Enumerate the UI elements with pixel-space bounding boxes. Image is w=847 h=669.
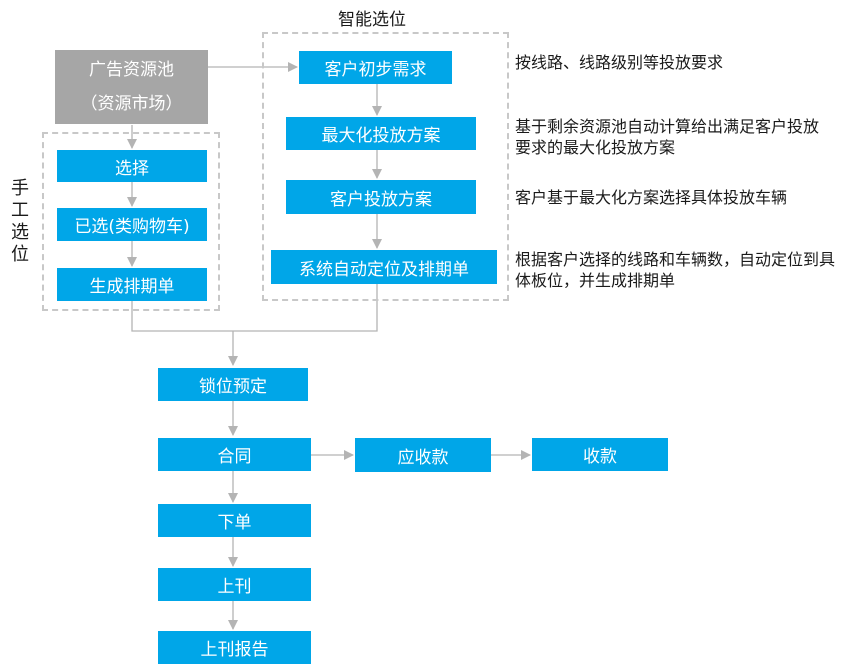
main-step-publish: 上刊: [158, 568, 311, 601]
resource-pool-sublabel: （资源市场）: [80, 94, 183, 114]
note-max-plan: 基于剩余资源池自动计算给出满足客户投放要求的最大化投放方案: [515, 117, 820, 157]
resource-pool-node: 广告资源池 （资源市场）: [55, 50, 208, 124]
main-step-place-order: 下单: [158, 504, 311, 537]
smart-step-customer-plan: 客户投放方案: [286, 180, 476, 214]
manual-group-frame: [42, 132, 220, 311]
smart-step-auto-position: 系统自动定位及排期单: [271, 250, 497, 284]
resource-pool-label: 广告资源池: [89, 60, 174, 80]
finance-collection: 收款: [532, 438, 668, 471]
note-customer-plan: 客户基于最大化方案选择具体投放车辆: [515, 188, 788, 207]
main-step-publish-report: 上刊报告: [158, 631, 311, 664]
smart-step-max-plan: 最大化投放方案: [286, 117, 476, 150]
smart-step-initial-demand: 客户初步需求: [299, 51, 452, 84]
manual-group-title: 手工选位: [11, 178, 29, 265]
manual-step-select: 选择: [57, 150, 207, 182]
finance-receivable: 应收款: [355, 438, 491, 472]
note-auto-position: 根据客户选择的线路和车辆数，自动定位到具体板位，并生成排期单: [515, 250, 836, 290]
manual-step-selected-cart: 已选(类购物车): [57, 208, 207, 241]
smart-group-title: 智能选位: [338, 10, 406, 30]
manual-step-generate-schedule: 生成排期单: [57, 268, 207, 301]
main-step-contract: 合同: [158, 438, 311, 471]
main-step-lock-booking: 锁位预定: [158, 368, 308, 401]
smart-group-frame: [262, 32, 509, 301]
line-manual-to-merge: [131, 284, 378, 332]
note-initial-demand: 按线路、线路级别等投放要求: [515, 53, 724, 72]
